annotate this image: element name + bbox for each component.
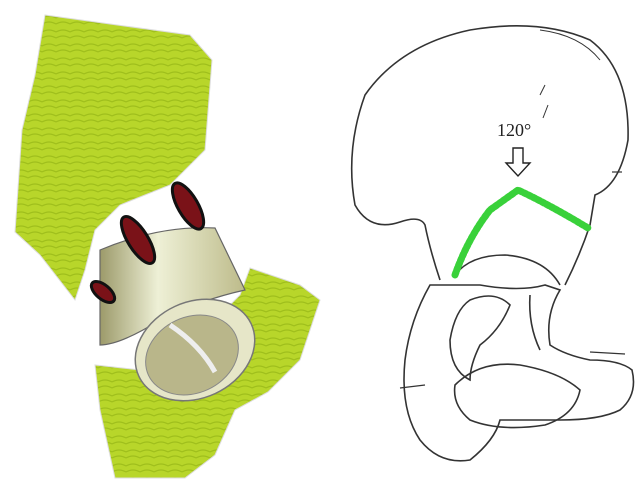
osteotomy-cut-line: [455, 190, 588, 275]
pubis-ischium-outline: [404, 285, 634, 461]
iliac-crest-detail: [540, 30, 600, 118]
iliac-wing-outline: [352, 26, 628, 285]
leader-line-2: [590, 352, 625, 354]
screw-1: [166, 178, 209, 233]
pelvis-sketch: [352, 26, 634, 461]
acetabulum-rim: [455, 255, 560, 285]
implant-schematic: [15, 15, 320, 478]
osteotomy-line-posterior: [530, 295, 540, 350]
angle-label: 120°: [497, 120, 531, 141]
down-arrow-icon: [506, 148, 530, 176]
obturator-foramen: [455, 364, 580, 427]
inner-contour: [450, 296, 510, 380]
